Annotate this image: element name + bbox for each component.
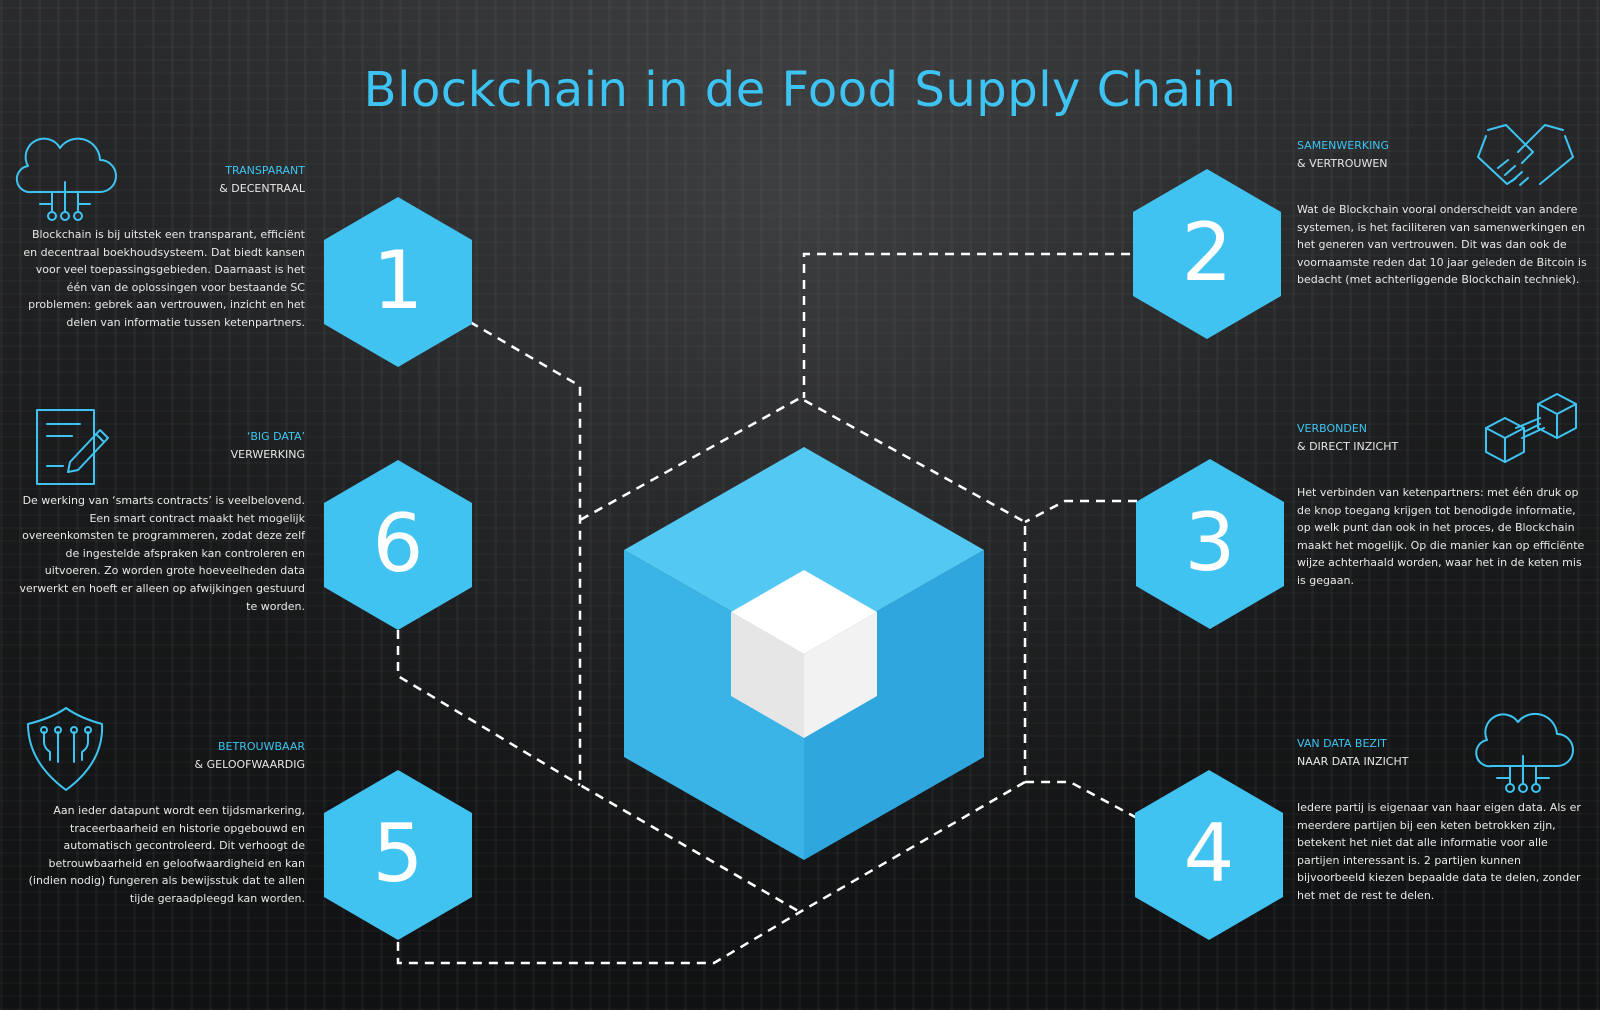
section-heading: VERBONDEN & DIRECT INZICHT bbox=[1297, 420, 1587, 456]
section-heading-sub: NAAR DATA INZICHT bbox=[1297, 755, 1409, 768]
hexagon-1: 1 bbox=[324, 197, 472, 367]
hexagon-4: 4 bbox=[1135, 770, 1283, 940]
section-data-inzicht: VAN DATA BEZIT NAAR DATA INZICHT Iedere … bbox=[1297, 735, 1587, 905]
central-blockchain-cube bbox=[624, 447, 984, 860]
section-body: De werking van ‘smarts contracts’ is vee… bbox=[19, 494, 305, 613]
hexagon-6-number: 6 bbox=[373, 497, 424, 590]
section-heading-accent: VERBONDEN bbox=[1297, 422, 1368, 435]
hexagon-5-number: 5 bbox=[373, 807, 424, 900]
connector-1 bbox=[469, 320, 801, 914]
cloud-network-icon bbox=[1475, 712, 1574, 793]
section-heading-sub: & DECENTRAAL bbox=[219, 182, 305, 195]
section-transparant: TRANSPARANT & DECENTRAAL Blockchain is b… bbox=[15, 162, 305, 332]
section-heading-sub: & GELOOFWAARDIG bbox=[194, 758, 305, 771]
hexagon-4-number: 4 bbox=[1184, 807, 1235, 900]
section-heading-accent: BETROUWBAAR bbox=[218, 740, 305, 753]
section-heading-accent: VAN DATA BEZIT bbox=[1297, 737, 1387, 750]
section-verbonden: VERBONDEN & DIRECT INZICHT Het verbinden… bbox=[1297, 420, 1587, 590]
connector-lines bbox=[396, 252, 1138, 965]
section-betrouwbaar: BETROUWBAAR & GELOOFWAARDIG Aan ieder da… bbox=[15, 738, 305, 908]
hexagon-3-number: 3 bbox=[1185, 496, 1236, 589]
page-title: Blockchain in de Food Supply Chain bbox=[363, 62, 1237, 119]
section-heading-sub: & DIRECT INZICHT bbox=[1297, 440, 1399, 453]
connected-cubes-icon bbox=[1485, 393, 1577, 463]
section-heading: BETROUWBAAR & GELOOFWAARDIG bbox=[15, 738, 305, 774]
connector-3 bbox=[1024, 499, 1137, 524]
section-big-data: ‘BIG DATA’ VERWERKING De werking van ‘sm… bbox=[15, 428, 305, 615]
hexagon-3: 3 bbox=[1136, 459, 1284, 629]
section-samenwerking: SAMENWERKING & VERTROUWEN Wat de Blockch… bbox=[1297, 137, 1587, 289]
connector-2 bbox=[802, 252, 1130, 398]
section-heading-sub: VERWERKING bbox=[230, 448, 305, 461]
cloud-network-icon bbox=[15, 137, 117, 221]
section-heading: ‘BIG DATA’ VERWERKING bbox=[15, 428, 305, 464]
hexagon-2: 2 bbox=[1133, 169, 1281, 339]
connector-4 bbox=[579, 396, 1138, 820]
hexagon-1-number: 1 bbox=[373, 234, 424, 327]
section-heading-sub: & VERTROUWEN bbox=[1297, 157, 1388, 170]
hexagon-6: 6 bbox=[324, 460, 472, 630]
shield-icon bbox=[27, 707, 104, 791]
section-body: Het verbinden van ketenpartners: met één… bbox=[1297, 486, 1585, 587]
document-pen-icon bbox=[36, 409, 109, 485]
section-heading: VAN DATA BEZIT NAAR DATA INZICHT bbox=[1297, 735, 1587, 771]
handshake-icon bbox=[1477, 124, 1574, 186]
section-heading-accent: ‘BIG DATA’ bbox=[246, 430, 305, 443]
hexagon-2-number: 2 bbox=[1182, 206, 1233, 299]
section-heading-accent: SAMENWERKING bbox=[1297, 139, 1390, 152]
section-heading-accent: TRANSPARANT bbox=[225, 164, 305, 177]
hexagon-5: 5 bbox=[324, 770, 472, 940]
section-body: Aan ieder datapunt wordt een tijdsmarker… bbox=[28, 804, 305, 905]
section-heading: SAMENWERKING & VERTROUWEN bbox=[1297, 137, 1587, 173]
section-body: Iedere partij is eigenaar van haar eigen… bbox=[1297, 801, 1581, 902]
connector-6 bbox=[396, 630, 581, 787]
section-heading: TRANSPARANT & DECENTRAAL bbox=[15, 162, 305, 198]
section-body: Blockchain is bij uitstek een transparan… bbox=[23, 228, 305, 329]
connector-5 bbox=[396, 780, 1026, 965]
section-body: Wat de Blockchain vooral onderscheidt va… bbox=[1297, 203, 1587, 287]
